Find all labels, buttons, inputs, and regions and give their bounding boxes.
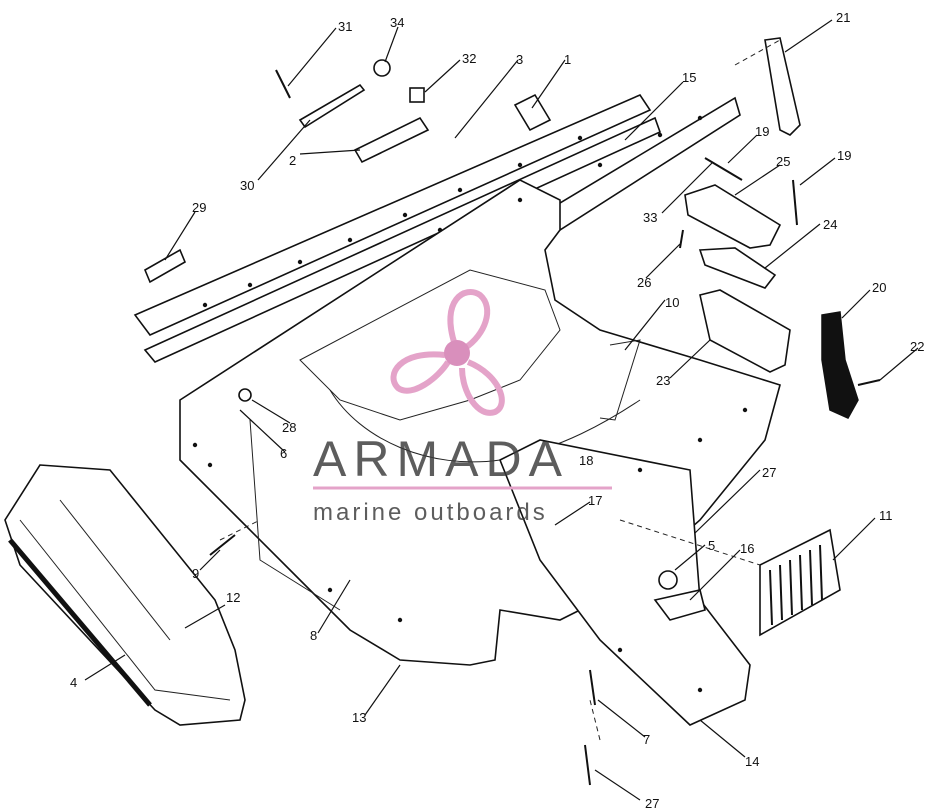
propeller-icon	[390, 289, 505, 416]
callout-4: 4	[70, 675, 77, 690]
part-12-bumper	[4, 464, 246, 726]
part-30-spring	[298, 83, 366, 129]
part-12-panel-line	[59, 499, 171, 641]
callout-16: 16	[740, 541, 754, 556]
callout-31: 31	[338, 19, 352, 34]
part-25-lid	[684, 184, 782, 249]
callout-10: 10	[665, 295, 679, 310]
callout-32: 32	[462, 51, 476, 66]
callout-14: 14	[745, 754, 759, 769]
callout-8: 8	[310, 628, 317, 643]
callout-5: 5	[708, 538, 715, 553]
callout-17: 17	[588, 493, 602, 508]
part-32-bolt	[409, 87, 425, 103]
leader-lines	[84, 19, 919, 801]
callout-25: 25	[776, 154, 790, 169]
callout-18: 18	[579, 453, 593, 468]
part-23-tray-box	[699, 289, 791, 373]
callout-12: 12	[226, 590, 240, 605]
part-21-bracket	[764, 37, 801, 136]
callout-26: 26	[637, 275, 651, 290]
part-34-nut	[373, 59, 391, 77]
callout-33: 33	[643, 210, 657, 225]
part-20-strap	[821, 311, 859, 419]
part-13-side-flange	[249, 419, 341, 611]
callout-9: 9	[192, 566, 199, 581]
callout-3: 3	[516, 52, 523, 67]
rail-holes	[192, 115, 748, 693]
callout-27b: 27	[645, 796, 659, 811]
part-2-tube	[353, 116, 430, 164]
callout-24: 24	[823, 217, 837, 232]
callout-28: 28	[282, 420, 296, 435]
part-19b-pin	[792, 179, 798, 226]
propeller-hub	[444, 340, 470, 366]
part-12-grille-edge	[19, 519, 231, 701]
watermark-logo: ARMADA marine outboards	[313, 289, 612, 526]
watermark-tagline: marine outboards	[313, 499, 548, 526]
part-27b-rivet	[584, 744, 591, 786]
part-22-pin	[857, 379, 881, 386]
part-3-long-rail	[133, 93, 652, 336]
callout-27: 27	[762, 465, 776, 480]
propeller-blade-top	[447, 289, 491, 351]
part-14-side-frame	[498, 439, 751, 726]
part-29-clip	[143, 248, 187, 284]
callout-labels: 31 34 32 3 1 21 15 19 19 30 2 33 25 29 2…	[70, 10, 924, 811]
callout-19: 19	[755, 124, 769, 139]
part-24-pad	[698, 247, 777, 289]
part-26-pin	[679, 229, 684, 249]
part-12-grille-bar	[8, 538, 152, 707]
part-31-pin	[275, 69, 291, 99]
part-1-clip	[513, 93, 552, 132]
callout-20: 20	[872, 280, 886, 295]
part-3-rail-lower	[143, 116, 662, 363]
callout-30: 30	[240, 178, 254, 193]
propeller-blade-right	[459, 359, 505, 416]
part-19-pin	[704, 157, 743, 181]
diagram-artwork	[4, 37, 881, 786]
part-5-grommet	[658, 570, 678, 590]
callout-2: 2	[289, 153, 296, 168]
part-7-rivet	[589, 669, 596, 706]
callout-23: 23	[656, 373, 670, 388]
part-9-screw	[209, 534, 236, 556]
callout-6: 6	[280, 446, 287, 461]
part-13-pan-outline	[299, 269, 561, 421]
callout-11: 11	[879, 508, 893, 523]
alignment-lines	[219, 39, 781, 741]
part-28-bolt	[238, 388, 252, 402]
callout-7: 7	[643, 732, 650, 747]
callout-1: 1	[564, 52, 571, 67]
callout-13: 13	[352, 710, 366, 725]
fasteners	[209, 59, 881, 786]
callout-22: 22	[910, 339, 924, 354]
callout-29: 29	[192, 200, 206, 215]
part-10-bracket	[599, 339, 641, 421]
callout-21: 21	[836, 10, 850, 25]
callout-19b: 19	[837, 148, 851, 163]
part-11-slats	[769, 544, 823, 626]
callout-34: 34	[390, 15, 404, 30]
propeller-blade-left	[390, 351, 451, 394]
watermark-brand: ARMADA	[313, 431, 569, 487]
callout-15: 15	[682, 70, 696, 85]
